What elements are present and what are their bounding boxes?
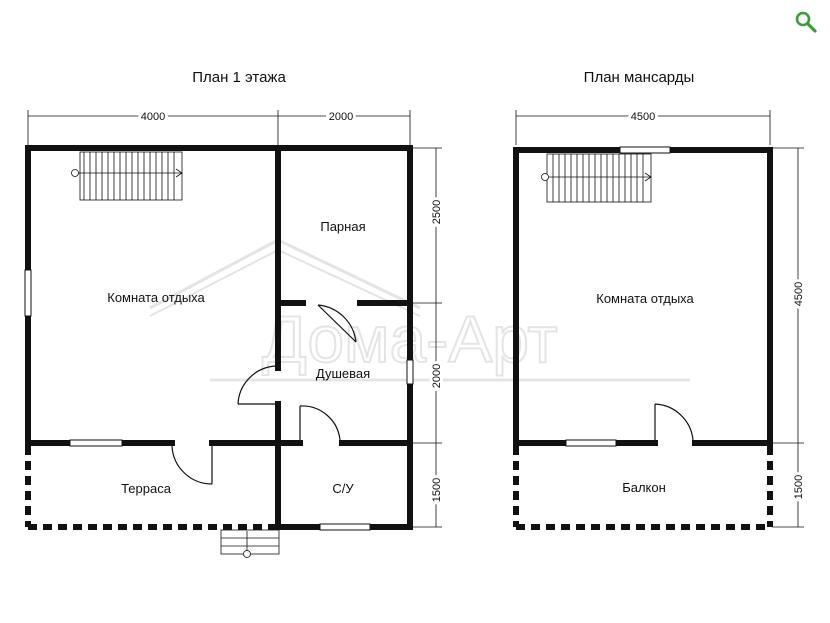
plan2-windows — [565, 146, 671, 447]
plan1-dim-2500: 2500 — [431, 200, 443, 224]
plan1-dim-2000-top: 2000 — [329, 111, 353, 123]
plan2-dim-4500-right: 4500 — [793, 282, 805, 306]
plan2-dim-right — [772, 147, 804, 528]
plan1-dim-1500: 1500 — [431, 478, 443, 502]
plan1-room-terrace: Терраса — [121, 481, 172, 496]
magnifier-zoom-icon — [795, 11, 817, 33]
plan1-dim-2000-right: 2000 — [431, 364, 443, 388]
plan1-title: План 1 этажа — [192, 69, 286, 86]
watermark: Дома-Арт — [149, 238, 690, 382]
plan2-title: План мансарды — [584, 69, 695, 86]
plan1-stairs — [71, 151, 183, 201]
plan2-dim-1500: 1500 — [793, 475, 805, 499]
plan1-room-living: Комната отдыха — [107, 290, 205, 305]
plan1-doors — [171, 304, 357, 485]
plan1-dim-top — [27, 110, 411, 145]
plan1-entrance-steps — [220, 529, 280, 558]
zoom-button[interactable] — [794, 10, 820, 36]
plan1-dim-right — [412, 147, 442, 528]
plan1-room-steam: Парная — [320, 219, 365, 234]
plan1-dim-4000: 4000 — [141, 111, 165, 123]
plan2-dim-4500-top: 4500 — [631, 111, 655, 123]
plan2-door — [654, 403, 694, 441]
plan2-room-living: Комната отдыха — [596, 291, 694, 306]
plan2-room-balcony: Балкон — [622, 480, 666, 495]
plan1-room-wc: С/У — [332, 481, 354, 496]
plan1-windows — [24, 269, 414, 531]
plan1-walls — [25, 145, 413, 530]
plan2-balcony-rail — [513, 446, 773, 530]
plan1-terrace-rail — [25, 446, 278, 530]
plan2-stairs — [541, 153, 652, 203]
plan2-dim-top — [515, 110, 771, 145]
plan1-room-shower: Душевая — [316, 366, 370, 381]
